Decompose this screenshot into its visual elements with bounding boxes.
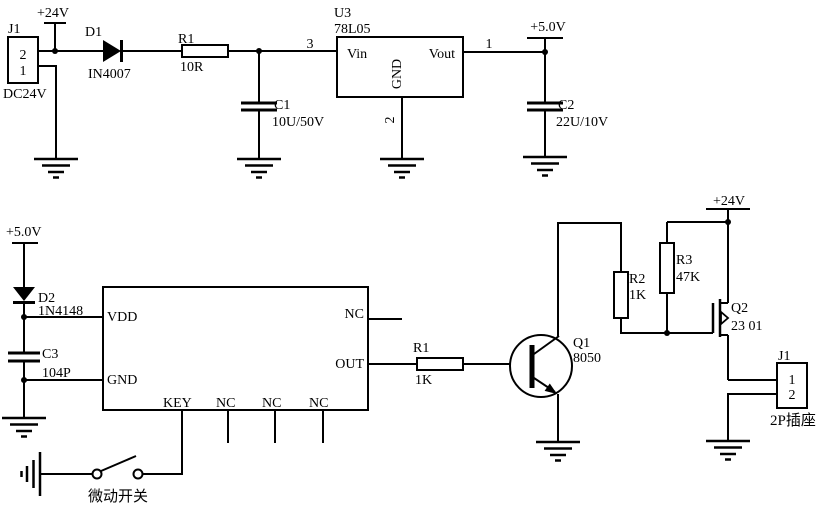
resistor-r3: R3 47K bbox=[659, 222, 700, 333]
capacitor-c3-ref: C3 bbox=[42, 347, 58, 362]
resistor-r1-top-value: 10R bbox=[180, 60, 204, 75]
mosfet-q2: Q2 23 01 bbox=[711, 222, 763, 380]
wire bbox=[727, 393, 777, 441]
capacitor-c1-value: 10U/50V bbox=[272, 115, 324, 130]
connector-j1-bottom-pin2: 2 bbox=[789, 388, 796, 403]
resistor-r1-top-ref: R1 bbox=[178, 32, 194, 47]
regulator-u3-part: 78L05 bbox=[334, 22, 371, 37]
diode-d1-part: IN4007 bbox=[88, 67, 131, 82]
transistor-q1-ref: Q1 bbox=[573, 336, 590, 351]
control-ic-pin-gnd: GND bbox=[107, 373, 137, 388]
wire bbox=[143, 410, 183, 475]
resistor-r3-ref: R3 bbox=[676, 253, 692, 268]
connector-j1-top-pin1: 1 bbox=[20, 64, 27, 79]
ground-symbol bbox=[32, 157, 80, 179]
resistor-r3-value: 47K bbox=[676, 270, 700, 285]
control-ic-pin-nc1: NC bbox=[216, 396, 235, 411]
mosfet-q2-part: 23 01 bbox=[731, 319, 763, 334]
control-ic-pin-nc2: NC bbox=[262, 396, 281, 411]
diode-d2-part: 1N4148 bbox=[38, 304, 83, 319]
connector-j1-top-desc: DC24V bbox=[3, 87, 47, 102]
power-rail-5v-top: +5.0V bbox=[527, 20, 566, 55]
connector-j1-top: J1 2 1 DC24V bbox=[3, 22, 47, 102]
micro-switch: 微动开关 bbox=[20, 450, 148, 505]
ground-symbol bbox=[534, 440, 582, 462]
resistor-r1-bottom-value: 1K bbox=[415, 373, 432, 388]
connector-j1-bottom-desc: 2P插座 bbox=[770, 412, 816, 429]
ground-symbol bbox=[378, 157, 426, 179]
u3-pin1-number: 1 bbox=[486, 37, 493, 52]
capacitor-c3-value: 104P bbox=[42, 366, 71, 381]
micro-switch-label: 微动开关 bbox=[88, 488, 148, 505]
control-ic-pin-nc3: NC bbox=[309, 396, 328, 411]
ground-symbol bbox=[0, 416, 48, 438]
wire bbox=[620, 318, 713, 334]
power-label-5v-top: +5.0V bbox=[530, 20, 566, 35]
control-ic-pin-out: OUT bbox=[335, 357, 364, 372]
connector-j1-bottom-pin1: 1 bbox=[789, 373, 796, 388]
connector-j1-top-ref: J1 bbox=[8, 22, 20, 37]
diode-d1-ref: D1 bbox=[85, 25, 102, 40]
control-ic-pin-nc-right: NC bbox=[345, 307, 364, 322]
wire bbox=[38, 65, 57, 159]
capacitor-c2-ref: C2 bbox=[558, 98, 574, 113]
power-rail-5v-bottom: +5.0V bbox=[6, 225, 42, 288]
power-label-24v-bottom: +24V bbox=[713, 194, 745, 209]
transistor-q1-part: 8050 bbox=[573, 351, 601, 366]
power-rail-24v-top: +24V bbox=[37, 6, 69, 54]
regulator-u3-ref: U3 bbox=[334, 6, 351, 21]
ground-symbol bbox=[521, 155, 569, 177]
connector-j1-top-pin2: 2 bbox=[20, 48, 27, 63]
u3-pin3-number: 3 bbox=[307, 37, 314, 52]
resistor-r1-bottom: R1 1K bbox=[413, 341, 464, 388]
diode-d2-ref: D2 bbox=[38, 291, 55, 306]
transistor-q1: Q1 8050 bbox=[509, 334, 601, 398]
power-label-24v-top: +24V bbox=[37, 6, 69, 21]
resistor-r2: R2 1K bbox=[613, 271, 646, 319]
capacitor-c3: C3 104P bbox=[8, 347, 71, 418]
resistor-r1-bottom-ref: R1 bbox=[413, 341, 429, 356]
power-label-5v-bottom: +5.0V bbox=[6, 225, 42, 240]
diode-d2: D2 1N4148 bbox=[13, 287, 83, 319]
capacitor-c1: C1 10U/50V bbox=[241, 51, 324, 159]
regulator-u3: U3 78L05 Vin Vout GND 2 bbox=[334, 6, 464, 159]
regulator-u3-pin-vout: Vout bbox=[429, 47, 455, 62]
diode-d1: D1 IN4007 bbox=[85, 25, 182, 82]
control-ic-pin-vdd: VDD bbox=[107, 310, 137, 325]
regulator-u3-pin-vin: Vin bbox=[347, 47, 367, 62]
control-ic: VDD GND KEY NC NC NC NC OUT bbox=[102, 286, 369, 411]
power-rail-24v-bottom: +24V bbox=[706, 194, 750, 222]
resistor-r1-top: R1 10R bbox=[178, 32, 229, 75]
regulator-u3-pin-gnd: GND bbox=[390, 59, 405, 89]
capacitor-c2: C2 22U/10V bbox=[527, 52, 608, 157]
capacitor-c2-value: 22U/10V bbox=[556, 115, 608, 130]
capacitor-c1-ref: C1 bbox=[274, 98, 290, 113]
connector-j1-bottom-ref: J1 bbox=[778, 349, 790, 364]
resistor-r2-value: 1K bbox=[629, 288, 646, 303]
resistor-r2-ref: R2 bbox=[629, 272, 645, 287]
ground-symbol bbox=[235, 157, 283, 179]
control-ic-pin-key: KEY bbox=[163, 396, 192, 411]
wire bbox=[557, 222, 622, 336]
mosfet-q2-ref: Q2 bbox=[731, 301, 748, 316]
regulator-u3-pin2-number: 2 bbox=[383, 117, 398, 124]
connector-j1-bottom: J1 1 2 2P插座 bbox=[770, 349, 816, 429]
ground-symbol-rotated bbox=[20, 450, 42, 498]
ground-symbol bbox=[704, 439, 752, 461]
